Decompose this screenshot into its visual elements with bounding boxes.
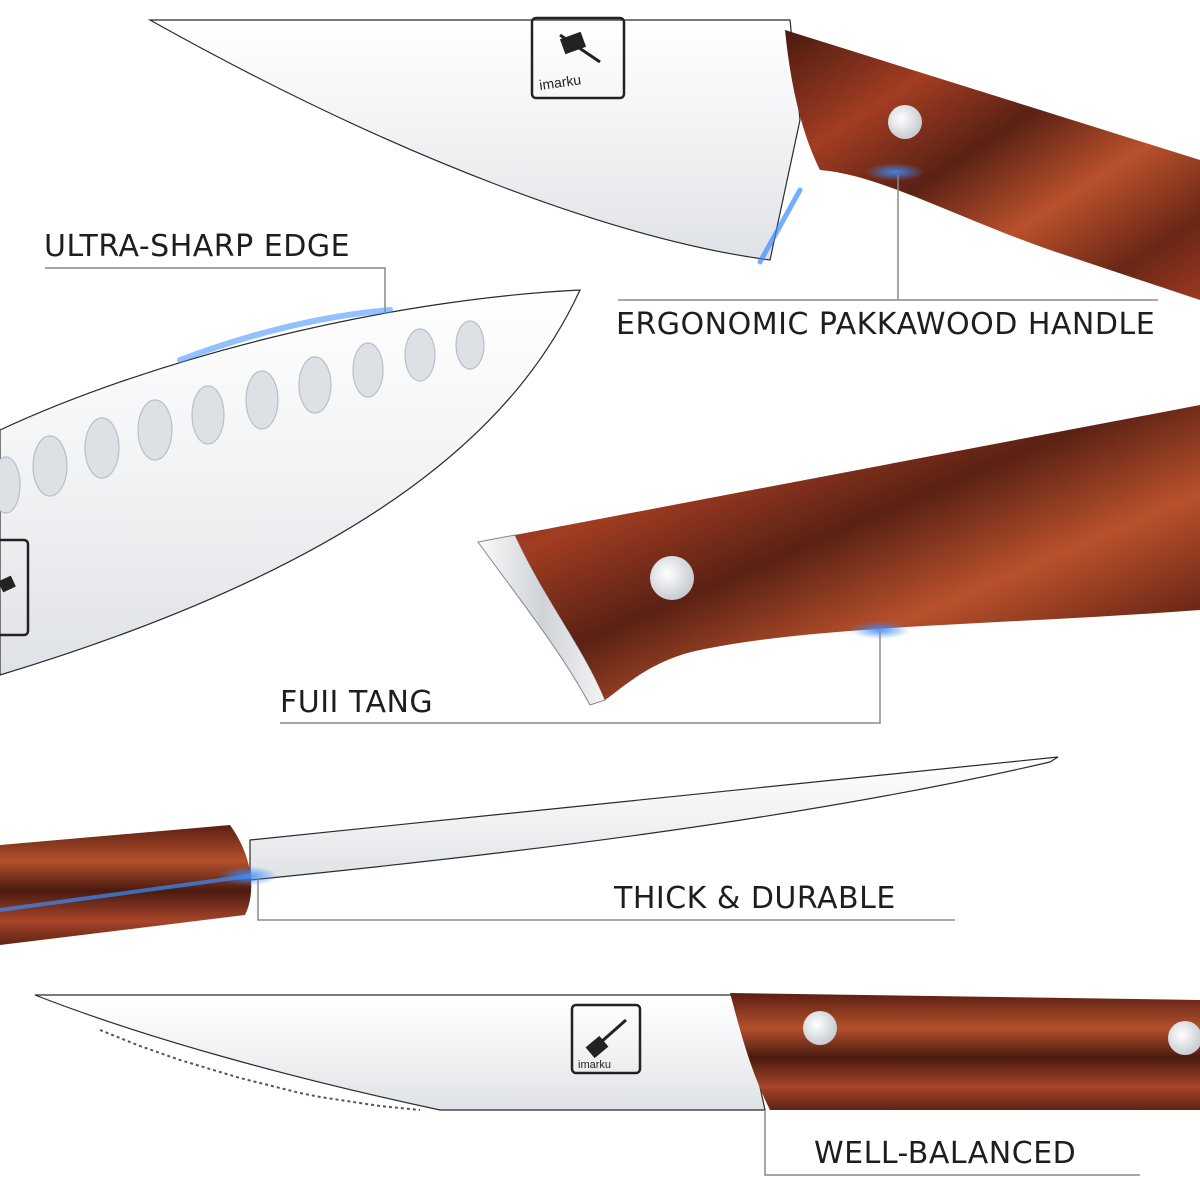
carving-knife	[0, 756, 1059, 945]
label-thick-durable: THICK & DURABLE	[614, 881, 896, 916]
chef-knife-rivet	[888, 105, 922, 139]
chef-knife-brand-text: imarku	[538, 71, 582, 93]
santoku-dimples	[0, 320, 485, 514]
chef-knife-brand-logo: imarku	[530, 16, 626, 100]
chef-knife-handle-glow	[865, 163, 925, 181]
callout-line-ultra-sharp-edge	[45, 267, 386, 312]
label-well-balanced: WELL-BALANCED	[814, 1136, 1077, 1171]
santoku-dimple	[191, 385, 225, 445]
chef-knife: imarku	[147, 16, 1200, 300]
steak-knife-rivet	[803, 1011, 837, 1045]
santoku-dimple	[32, 435, 68, 497]
label-ultra-sharp-edge: ULTRA-SHARP EDGE	[44, 229, 351, 264]
chef-knife-handle	[785, 30, 1200, 300]
chef-knife-edge-glow	[757, 187, 803, 265]
santoku-dimple	[84, 417, 120, 479]
santoku-dimple	[352, 342, 384, 398]
santoku-brand-logo	[0, 538, 30, 637]
santoku-knife	[0, 289, 581, 676]
santoku-dimple	[404, 328, 436, 382]
santoku-dimple	[245, 370, 279, 430]
callout-line-ergonomic-handle	[618, 175, 1158, 301]
steak-knife-brand-logo: imarku	[570, 1003, 642, 1075]
full-tang-handle	[515, 405, 1200, 700]
santoku-edge-glow	[177, 307, 393, 363]
santoku-dimple	[137, 399, 173, 461]
carving-knife-handle	[0, 825, 252, 945]
callout-lines	[45, 175, 1158, 1176]
callout-line-full-tang	[280, 632, 881, 724]
steak-knife-serration	[99, 1029, 421, 1111]
steak-knife-brand-text: imarku	[578, 1059, 611, 1071]
carving-knife-blade	[249, 756, 1059, 881]
steak-knife-rivet	[1168, 1021, 1200, 1055]
steak-knife-handle	[730, 993, 1200, 1110]
chef-knife-blade	[147, 19, 801, 261]
steak-knife-blade	[34, 994, 766, 1111]
carving-knife-glow-line	[0, 874, 251, 912]
santoku-dimple	[455, 320, 485, 370]
santoku-dimple	[298, 356, 332, 414]
steak-knife: imarku	[34, 993, 1200, 1111]
label-full-tang: FUII TANG	[280, 685, 434, 720]
carving-knife-glow	[218, 866, 278, 886]
full-tang-rivet	[650, 556, 694, 600]
label-ergonomic-handle: ERGONOMIC PAKKAWOOD HANDLE	[616, 307, 1156, 342]
callout-line-well-balanced	[764, 1110, 1140, 1176]
full-tang-knife	[477, 405, 1200, 706]
santoku-dimple	[0, 456, 21, 514]
callout-line-thick-durable	[257, 878, 955, 921]
santoku-blade	[0, 289, 581, 676]
full-tang-glow	[850, 621, 910, 639]
